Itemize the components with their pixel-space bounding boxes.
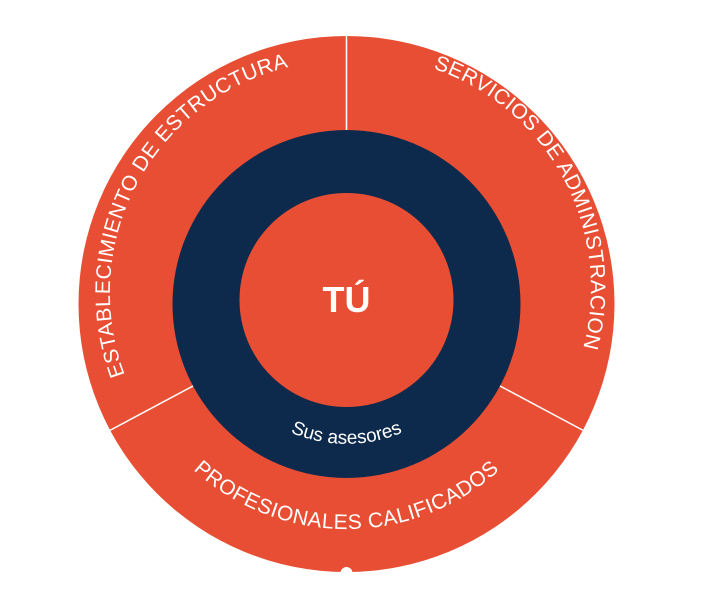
rim-notch-left [97,146,109,158]
rim-notch-bottom [340,567,353,579]
center-circle [239,193,454,407]
center-label: TÚ [323,278,371,320]
rim-notch-right [582,149,594,161]
